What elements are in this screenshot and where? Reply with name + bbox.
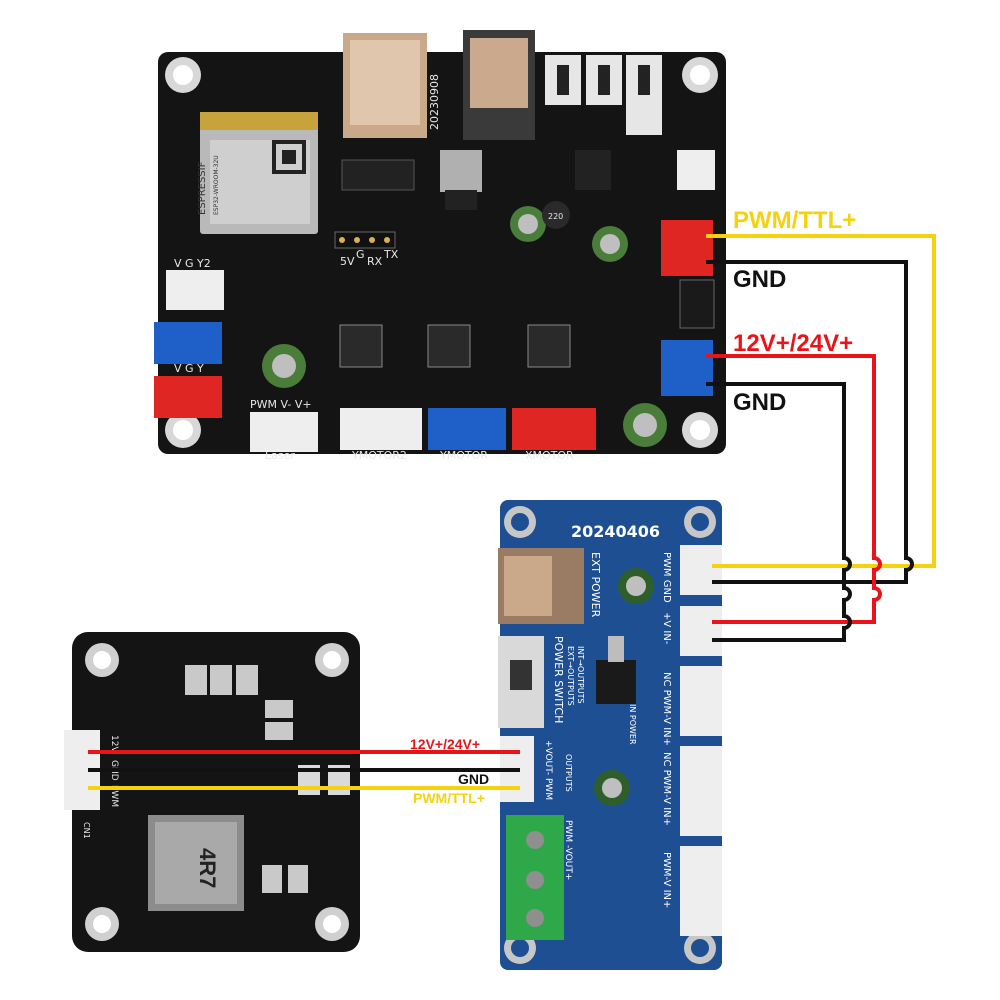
bottom-power-label: 12V+/24V+: [410, 736, 480, 752]
mounting-hole-icon: [504, 506, 716, 964]
outputs-label: OUTPUTS: [564, 754, 573, 792]
power-input-connector: [680, 606, 722, 656]
pin-5v: 5V: [340, 255, 355, 268]
laser-connector: [250, 412, 318, 452]
power-wire-label: 12V+/24V+: [733, 330, 853, 357]
xmotor-connector: [512, 408, 596, 450]
mounting-hole-icon: [85, 643, 349, 941]
gnd-wire-top: [706, 260, 914, 584]
capacitor-icon: [262, 206, 667, 447]
xmotor-connector-label: XMOTOR: [525, 449, 574, 462]
vgy-connector-label: V G Y: [174, 362, 204, 375]
cn1-label: CN1: [82, 822, 91, 839]
pwm-wire-label: PWM/TTL+: [733, 207, 856, 234]
bottom-pwm-label: PWM/TTL+: [413, 790, 485, 806]
pin-rx: RX: [367, 255, 383, 268]
input-label-3: NC PWM-V IN+: [661, 672, 672, 746]
ymotor-connector: [428, 408, 506, 450]
screw-icon: [526, 831, 544, 927]
pwm-output-connector: [661, 220, 713, 276]
laser-pin-labels: PWM V- V+: [250, 398, 312, 411]
adapter-date-code: 20240406: [571, 522, 660, 541]
main-board-date-code: 20230908: [428, 74, 441, 130]
power-wire-top: [706, 354, 882, 624]
gnd-wire-label-2: GND: [733, 389, 786, 416]
in-power-label: IN POWER: [628, 704, 637, 745]
esp32-module: ESPRESSIF ESP32-WROOM-32U: [197, 112, 318, 234]
switch-option-int: INT→OUTPUTS: [576, 646, 585, 704]
driver-pin-pwm: PWM: [109, 785, 119, 807]
main-inductor-code: 220: [548, 212, 563, 221]
input-label-pwm-gnd: PWM GND: [661, 552, 672, 603]
pin-g: G: [356, 248, 365, 261]
inductor-code: 4R7: [195, 848, 220, 888]
pwm-gnd-input-connector: [680, 545, 722, 595]
x-connector: [154, 376, 222, 418]
ymotor2-connector-label: YMOTOR2: [351, 449, 407, 462]
pwm-wire-top: [706, 234, 936, 568]
input-label-5: PWM-V IN+: [661, 852, 672, 908]
input-connector-4: [680, 746, 722, 836]
y2-connector-label: V G Y2: [174, 257, 211, 270]
ext-power-label: EXT POWER: [589, 552, 602, 618]
uart-header: 5V G RX TX: [334, 231, 399, 268]
power-switch-label: POWER SWITCH: [552, 636, 565, 723]
module-model: ESP32-WROOM-32U: [213, 155, 220, 215]
module-brand: ESPRESSIF: [197, 161, 208, 215]
input-connector-5: [680, 846, 722, 936]
laser-driver-board: 12V GND PWM CN1 4R7: [64, 632, 360, 952]
gnd-wire-label-1: GND: [733, 266, 786, 293]
y2-connector: [166, 270, 224, 310]
mounting-hole-icon: [165, 57, 718, 448]
input-label-4: NC PWM-V IN+: [661, 752, 672, 826]
input-label-vin: +V IN-: [661, 612, 672, 645]
vout-label: +VOUT- PWM: [543, 740, 553, 800]
switch-option-ext: EXT→OUTPUTS: [566, 646, 575, 706]
input-connector-3: [680, 666, 722, 736]
terminal-label: PWM -VOUT+: [563, 820, 573, 880]
adapter-board: 20240406 EXT POWER POWER SWITCH EXT→OUTP…: [498, 500, 722, 970]
ymotor-connector-label: YMOTOR: [439, 449, 488, 462]
pin-tx: TX: [383, 248, 399, 261]
wires: [88, 234, 936, 790]
bottom-gnd-label: GND: [458, 771, 489, 787]
gnd-wire-power: [706, 382, 852, 642]
laser-connector-label: Laser: [265, 449, 295, 462]
driver-pin-12v: 12V: [109, 735, 119, 753]
y-connector: [154, 322, 222, 364]
ymotor2-connector: [340, 408, 422, 450]
main-controller-board: ESPRESSIF ESP32-WROOM-32U 20230908 5V G: [154, 30, 726, 462]
power-output-connector: [661, 340, 713, 396]
stepper-driver-chips: [339, 324, 571, 368]
